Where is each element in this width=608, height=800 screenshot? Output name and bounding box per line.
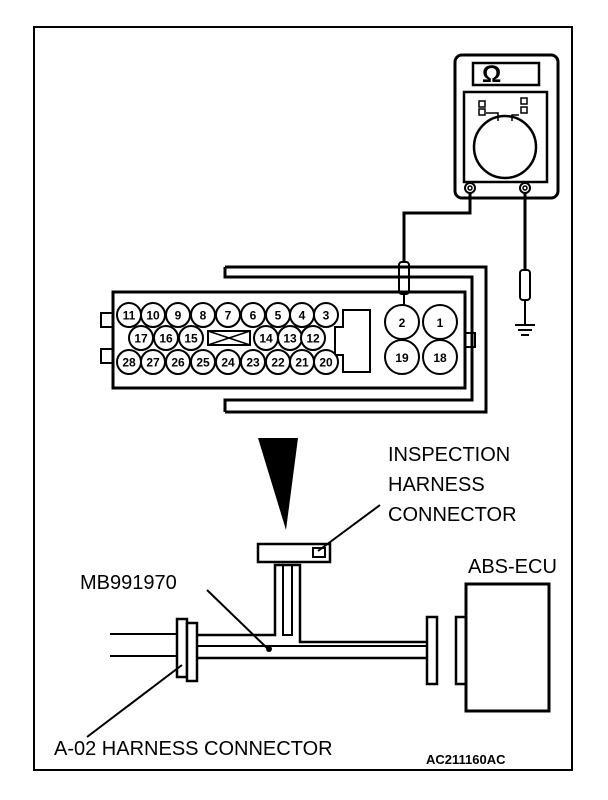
pin-3-circle	[313, 302, 339, 328]
figure-frame	[33, 26, 573, 771]
pin-23-label: 23	[246, 355, 260, 369]
pin-15-circle	[178, 325, 204, 351]
ohm-symbol: Ω	[482, 61, 502, 88]
pin-26-label: 26	[171, 355, 185, 369]
pin-21-label: 21	[295, 355, 309, 369]
pin-18-circle	[422, 339, 458, 375]
pin-17-label: 17	[134, 331, 148, 345]
inspection-label-line1: INSPECTION	[388, 444, 511, 466]
pin-20-label: 20	[319, 355, 333, 369]
pin-22-label: 22	[271, 355, 285, 369]
pin-12-circle	[300, 325, 326, 351]
pin-11-label: 11	[123, 308, 136, 322]
harness-assembly	[110, 542, 551, 713]
leader-lines	[86, 504, 381, 738]
pin-6-label: 6	[250, 308, 257, 322]
pin-15-label: 15	[184, 331, 198, 345]
pin-1-label: 1	[437, 316, 444, 330]
pin-3-label: 3	[323, 308, 330, 322]
pin-4-label: 4	[299, 308, 306, 322]
inspection-label-line3: CONNECTOR	[388, 504, 517, 526]
pin-7-label: 7	[225, 308, 232, 322]
pin-10-label: 10	[146, 308, 160, 322]
inspection-arrow	[258, 438, 298, 530]
inspection-label-line2: HARNESS	[388, 474, 485, 496]
ecu-label: ABS-ECU	[468, 556, 557, 578]
pin-28-label: 28	[122, 355, 136, 369]
pin-24-label: 24	[221, 355, 235, 369]
pin-18-label: 18	[433, 351, 447, 365]
pin-25-label: 25	[196, 355, 210, 369]
pin-16-label: 16	[159, 331, 173, 345]
pin-19-circle	[384, 339, 420, 375]
harness-label: A-02 HARNESS CONNECTOR	[54, 738, 333, 760]
meter-leads	[398, 193, 535, 336]
ohmmeter	[453, 53, 560, 200]
pin-12-label: 12	[306, 331, 320, 345]
pin-20-circle	[313, 349, 339, 375]
pin-2-label: 2	[399, 316, 406, 330]
pin-13-label: 13	[283, 331, 297, 345]
connector-body	[100, 265, 488, 414]
tool-label: MB991970	[80, 572, 177, 594]
pin-9-label: 9	[175, 308, 182, 322]
pin-5-label: 5	[275, 308, 282, 322]
pin-19-label: 19	[395, 351, 409, 365]
pin-8-label: 8	[200, 308, 207, 322]
pin-14-label: 14	[259, 331, 273, 345]
figure-code: AC211160AC	[426, 752, 506, 767]
pin-27-label: 27	[146, 355, 160, 369]
